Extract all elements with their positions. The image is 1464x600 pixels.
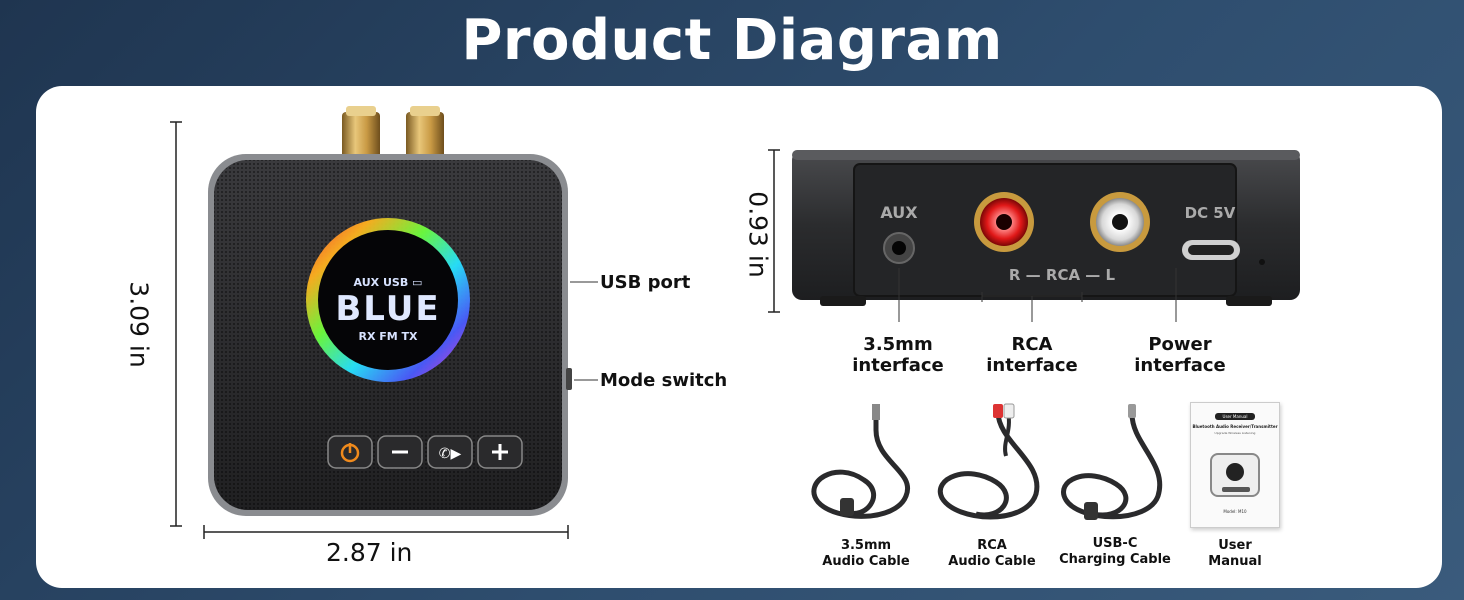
callout-lines-front [570,281,598,381]
manual-device-sketch [1210,453,1260,497]
manual-subheading: Upgrade Wireless Listening [1214,431,1256,435]
power-interface-label: Power interface [1134,334,1226,376]
back-height-label: 0.93 in [743,191,773,278]
height-dimension-line [170,121,182,527]
height-label: 3.09 in [124,281,154,368]
back-height-dimension-line [768,149,780,313]
usbc-cable-image [1061,404,1163,520]
user-manual-label: User Manual [1208,538,1262,569]
diagram-card: 3.09 in 2.87 in [36,86,1442,588]
rca-cable-label: RCA Audio Cable [948,538,1036,569]
usb-port-label: USB port [600,272,691,293]
svg-text:✆▶: ✆▶ [439,446,462,462]
svg-text:R — RCA — L: R — RCA — L [1009,266,1116,284]
svg-text:RX FM TX: RX FM TX [358,330,418,343]
rca-interface-label: RCA interface [986,334,1078,376]
svg-text:AUX USB ▭: AUX USB ▭ [354,276,423,289]
svg-text:DC 5V: DC 5V [1185,204,1236,222]
mode-switch-label: Mode switch [600,370,728,391]
aux-cable-image [811,404,911,519]
callout-lines-back [898,268,1177,322]
aux-interface-label: 3.5mm interface [852,334,944,376]
manual-heading: Bluetooth Audio Receiver/Transmitter [1192,424,1278,429]
manual-tag: User Manual [1215,413,1255,420]
svg-text:BLUE: BLUE [335,289,440,329]
width-dimension-line [203,525,569,539]
page-title: Product Diagram [461,8,1003,73]
device-front-image: AUX USB ▭ BLUE RX FM TX ✆▶ [208,106,572,516]
aux-cable-label: 3.5mm Audio Cable [822,538,910,569]
width-label: 2.87 in [326,538,413,567]
svg-text:AUX: AUX [880,203,918,222]
device-back-image: AUX R — RCA — L DC 5V [792,150,1300,306]
user-manual-image: User Manual Bluetooth Audio Receiver/Tra… [1190,402,1280,528]
manual-model: Model: M10 [1223,509,1247,514]
usbc-cable-label: USB-C Charging Cable [1059,536,1171,567]
rca-cable-image [937,403,1040,520]
